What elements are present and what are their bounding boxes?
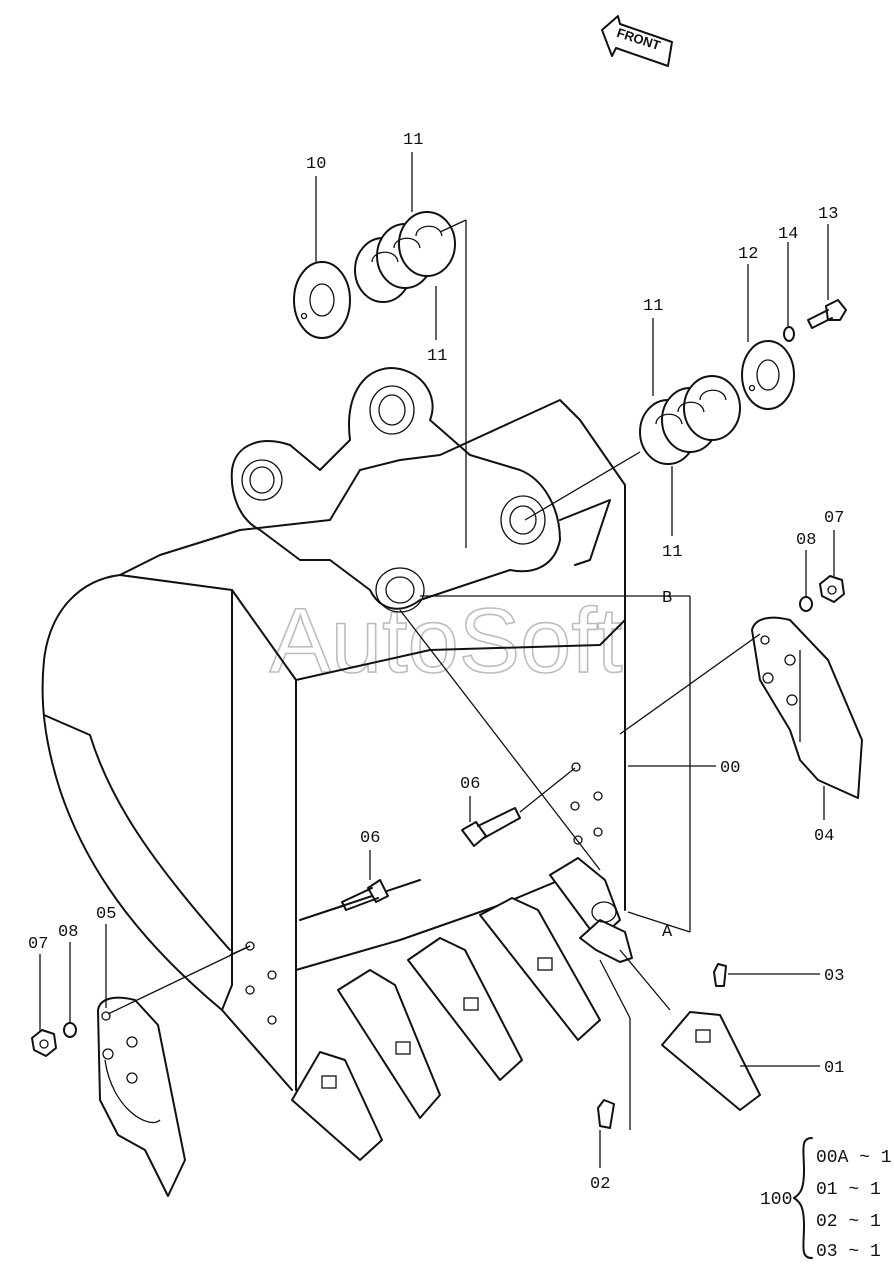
label-02: 02 xyxy=(590,1175,610,1194)
kit-row-3: 02 ~ 1 xyxy=(816,1212,881,1232)
label-10: 10 xyxy=(306,155,326,174)
shims-11-top xyxy=(354,211,456,303)
kit-row-2: 01 ~ 1 xyxy=(816,1180,881,1200)
adapter xyxy=(579,901,633,963)
label-11-right: 11 xyxy=(643,297,663,316)
label-07-right: 07 xyxy=(824,509,844,528)
kit-row-4: 03 ~ 1 xyxy=(816,1242,881,1262)
bolt-13 xyxy=(807,299,847,329)
bolt-06-right xyxy=(461,807,521,847)
shims-11-right xyxy=(639,375,741,465)
lock-03 xyxy=(713,963,727,987)
label-11-right-lower: 11 xyxy=(662,543,682,562)
side-cutter-05 xyxy=(97,996,186,1197)
label-06-left: 06 xyxy=(360,829,380,848)
label-11-top: 11 xyxy=(403,131,423,150)
label-03: 03 xyxy=(824,967,844,986)
washer-14 xyxy=(783,326,795,342)
washer-08-left xyxy=(63,1022,77,1038)
plate-10 xyxy=(293,261,351,339)
label-A: A xyxy=(662,923,673,942)
leader-lines xyxy=(39,152,835,1168)
watermark: AutoSoft xyxy=(270,590,623,692)
nut-07-left xyxy=(31,1029,57,1057)
label-B: B xyxy=(662,589,672,608)
label-13: 13 xyxy=(818,205,838,224)
front-arrow-icon: FRONT xyxy=(601,15,673,67)
label-01: 01 xyxy=(824,1059,844,1078)
bolt-06-left xyxy=(341,879,389,911)
kit-row-1: 00A ~ 1 xyxy=(816,1148,892,1168)
label-07-left: 07 xyxy=(28,935,48,954)
part-labels: 10 11 11 11 11 12 13 14 07 08 B 00 04 06… xyxy=(28,131,844,1194)
label-06-right: 06 xyxy=(460,775,480,794)
label-05: 05 xyxy=(96,905,116,924)
pin-02 xyxy=(597,1099,615,1129)
bucket-body xyxy=(41,367,626,1091)
label-08-right: 08 xyxy=(796,531,816,550)
label-00: 00 xyxy=(720,759,740,778)
label-04: 04 xyxy=(814,827,834,846)
bucket-teeth xyxy=(291,857,621,1161)
washer-08-right xyxy=(799,596,813,612)
label-11-top-lower: 11 xyxy=(427,347,447,366)
label-14: 14 xyxy=(778,225,798,244)
label-12: 12 xyxy=(738,245,758,264)
plate-12 xyxy=(741,340,795,410)
label-08-left: 08 xyxy=(58,923,78,942)
side-cutter-04 xyxy=(751,616,863,799)
kit-number: 100 xyxy=(760,1190,792,1210)
kit-legend: 100 00A ~ 1 01 ~ 1 02 ~ 1 03 ~ 1 xyxy=(760,1137,892,1262)
tooth-01 xyxy=(661,1011,761,1111)
nut-07-right xyxy=(819,575,845,603)
